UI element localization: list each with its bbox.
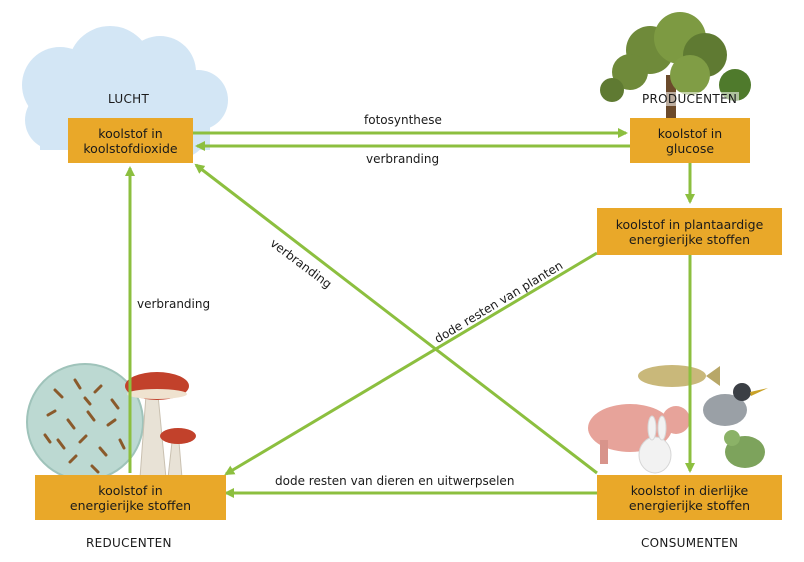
label-verbranding-top: verbranding	[366, 152, 440, 166]
arrow-dode-planten	[224, 251, 598, 476]
animals-icon	[588, 365, 768, 474]
box-koolstofdioxide: koolstof in koolstofdioxide	[68, 118, 193, 163]
arrow-verbranding-diagonal	[194, 163, 598, 475]
region-reducenten: REDUCENTEN	[86, 536, 172, 550]
region-consumenten: CONSUMENTEN	[641, 536, 739, 550]
arrows	[125, 128, 695, 498]
region-producenten: PRODUCENTEN	[640, 92, 740, 106]
box-reducenten: koolstof in energierijke stoffen	[35, 475, 226, 520]
box-plantaardig: koolstof in plantaardige energierijke st…	[597, 208, 782, 255]
label-fotosynthese: fotosynthese	[364, 113, 442, 127]
box-glucose: koolstof in glucose	[630, 118, 750, 163]
region-lucht: LUCHT	[108, 92, 150, 106]
mushroom-icon	[125, 372, 196, 479]
label-dode-dieren: dode resten van dieren en uitwerpselen	[275, 474, 515, 488]
label-verbranding-left: verbranding	[137, 297, 211, 311]
box-dierlijk: koolstof in dierlijke energierijke stoff…	[597, 475, 782, 520]
bacteria-dish-icon	[26, 363, 144, 481]
